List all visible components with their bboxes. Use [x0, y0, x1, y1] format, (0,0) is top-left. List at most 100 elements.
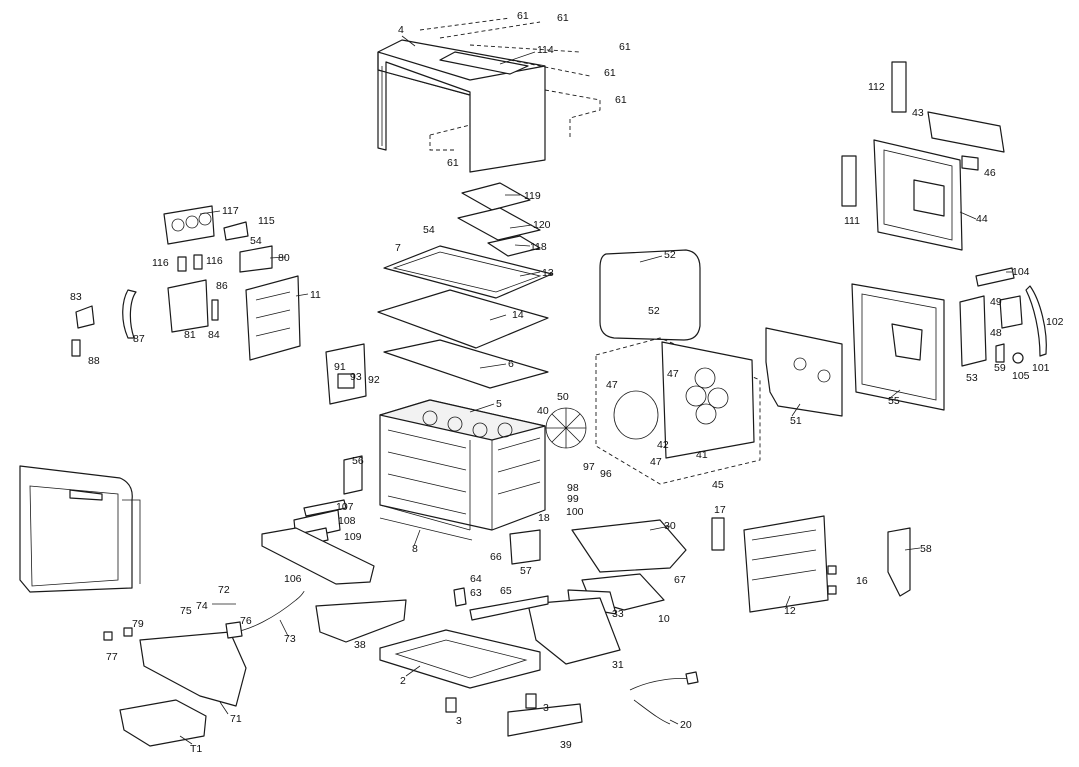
callout-99: 99: [567, 493, 579, 505]
callout-52: 52: [664, 249, 676, 261]
outer-cabinet-part: [377, 17, 601, 173]
callout-T1: T1: [190, 743, 202, 755]
callout-42: 42: [657, 439, 669, 451]
callout-39: 39: [560, 739, 572, 751]
callout-17: 17: [714, 504, 726, 516]
callout-2: 2: [400, 675, 406, 687]
callout-3: 3: [456, 715, 462, 727]
callout-63: 63: [470, 587, 482, 599]
callout-81: 81: [184, 329, 196, 341]
callout-116: 116: [152, 257, 169, 269]
callout-76: 76: [240, 615, 252, 627]
callout-72: 72: [218, 584, 230, 596]
callout-6: 6: [508, 358, 514, 370]
callout-54: 54: [250, 235, 262, 247]
callout-47: 47: [667, 368, 679, 380]
callout-86: 86: [216, 280, 228, 292]
callout-97: 97: [583, 461, 595, 473]
callout-74: 74: [196, 600, 208, 612]
callout-33: 33: [612, 608, 624, 620]
callout-7: 7: [395, 242, 401, 254]
rear-cover-parts: [765, 283, 945, 417]
rear-panel-assembly: [545, 249, 761, 485]
callout-118: 118: [530, 241, 547, 253]
leader-lines: [179, 35, 1012, 745]
callout-12: 12: [784, 605, 796, 617]
callout-75: 75: [180, 605, 192, 617]
callout-18: 18: [538, 512, 550, 524]
callout-106: 106: [284, 573, 302, 585]
callout-51: 51: [790, 415, 802, 427]
callout-91: 91: [334, 361, 346, 373]
callout-5: 5: [496, 398, 502, 410]
callout-8: 8: [412, 543, 418, 555]
callout-93: 93: [350, 371, 362, 383]
callout-80: 80: [278, 252, 290, 264]
callout-41: 41: [696, 449, 708, 461]
callout-43: 43: [912, 107, 924, 119]
oven-door-part: [19, 465, 141, 593]
callout-48: 48: [990, 327, 1002, 339]
callout-13: 13: [542, 267, 554, 279]
callout-73: 73: [284, 633, 296, 645]
callout-92: 92: [368, 374, 380, 386]
callout-117: 117: [222, 205, 239, 217]
callout-58: 58: [920, 543, 932, 555]
callout-67: 67: [674, 574, 686, 586]
callout-116: 116: [206, 255, 223, 267]
callout-30: 30: [664, 520, 676, 532]
callout-56: 56: [352, 455, 364, 467]
callout-54: 54: [423, 224, 435, 236]
callout-3: 3: [543, 702, 549, 714]
callout-61: 61: [604, 67, 616, 79]
callout-79: 79: [132, 618, 144, 630]
callout-100: 100: [566, 506, 584, 518]
callout-10: 10: [658, 613, 670, 625]
oven-cavity-part: [379, 399, 546, 531]
callout-57: 57: [520, 565, 532, 577]
callout-4: 4: [398, 24, 404, 36]
callout-66: 66: [490, 551, 502, 563]
callout-101: 101: [1032, 362, 1050, 374]
callout-52: 52: [648, 305, 660, 317]
upper-right-panel-parts: [841, 61, 1005, 251]
callout-44: 44: [976, 213, 988, 225]
callout-105: 105: [1012, 370, 1030, 382]
callout-98: 98: [567, 482, 579, 494]
callout-112: 112: [868, 81, 885, 93]
callout-61: 61: [557, 12, 569, 24]
callout-83: 83: [70, 291, 82, 303]
callout-53: 53: [966, 372, 978, 384]
callout-labels: 4 114 61 61 61 61 61 61 119 120 54 7 118…: [70, 10, 1064, 755]
callout-16: 16: [856, 575, 868, 587]
callout-109: 109: [344, 531, 362, 543]
callout-50: 50: [557, 391, 569, 403]
callout-88: 88: [88, 355, 100, 367]
callout-61: 61: [447, 157, 459, 169]
callout-71: 71: [230, 713, 242, 725]
callout-96: 96: [600, 468, 612, 480]
callout-47: 47: [650, 456, 662, 468]
top-panel-stack: [377, 182, 553, 389]
callout-59: 59: [994, 362, 1006, 374]
callout-61: 61: [615, 94, 627, 106]
callout-87: 87: [133, 333, 145, 345]
callout-107: 107: [336, 501, 354, 513]
callout-114: 114: [537, 44, 554, 56]
callout-14: 14: [512, 309, 524, 321]
thermostat-bracket-part: [325, 343, 367, 405]
callout-108: 108: [338, 515, 356, 527]
callout-102: 102: [1046, 316, 1064, 328]
callout-64: 64: [470, 573, 482, 585]
callout-46: 46: [984, 167, 996, 179]
callout-45: 45: [712, 479, 724, 491]
callout-11: 11: [310, 289, 321, 301]
right-small-parts: [959, 267, 1047, 367]
callout-61: 61: [517, 10, 529, 22]
callout-61: 61: [619, 41, 631, 53]
callout-65: 65: [500, 585, 512, 597]
callout-40: 40: [537, 405, 549, 417]
callout-20: 20: [680, 719, 692, 731]
callout-120: 120: [533, 219, 551, 231]
